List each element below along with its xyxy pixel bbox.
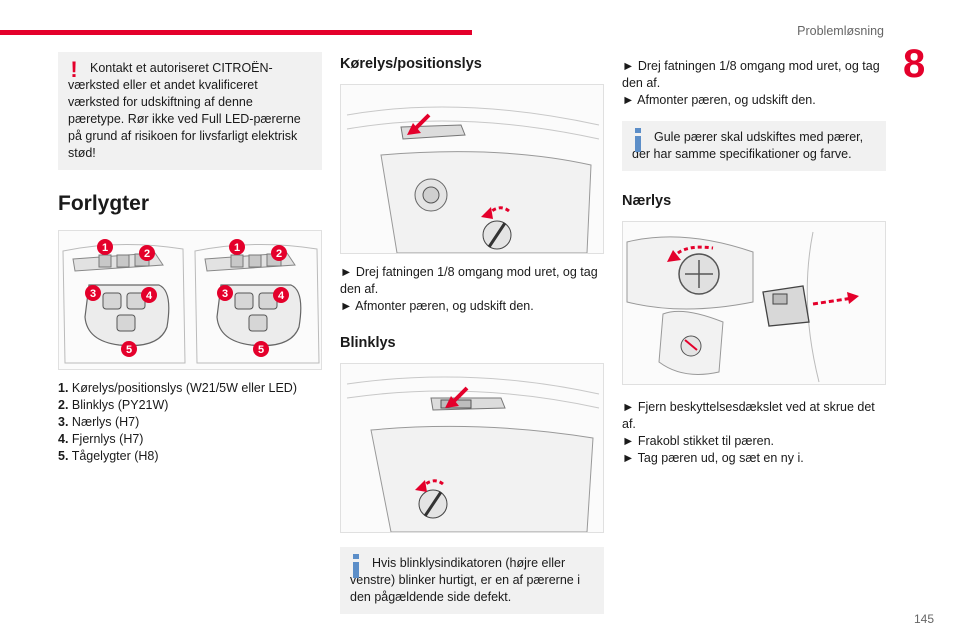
korelys-steps: ► Drej fatningen 1/8 omgang mod uret, og… [340,264,604,315]
dipped-beam-figure [622,221,886,385]
column-left: ! Kontakt et autoriseret CITROËN-værkste… [58,52,322,465]
page-number: 145 [913,612,934,626]
callout-3-right: 3 [217,285,233,301]
callout-5-left: 5 [121,341,137,357]
step-text: ► Afmonter pæren, og udskift den. [622,93,816,107]
column-right: ► Drej fatningen 1/8 omgang mod uret, og… [622,58,886,467]
list-item: 4. Fjernlys (H7) [58,432,144,446]
list-item: 1. Kørelys/positionslys (W21/5W eller LE… [58,381,297,395]
callout-2-left: 2 [139,245,155,261]
svg-text:5: 5 [126,344,132,356]
info-icon [630,128,646,154]
svg-text:4: 4 [278,290,285,302]
bulb-list: 1. Kørelys/positionslys (W21/5W eller LE… [58,380,322,465]
headlight-overview-figure: 1 2 3 4 5 1 2 3 4 5 [58,230,322,370]
heading-blinklys: Blinklys [340,335,396,351]
info-text: Gule pærer skal udskiftes med pærer, der… [632,130,864,161]
header-accent-bar [0,30,472,35]
svg-text:3: 3 [222,288,228,300]
svg-text:4: 4 [146,290,153,302]
callout-1-right: 1 [229,239,245,255]
callout-3-left: 3 [85,285,101,301]
callout-5-right: 5 [253,341,269,357]
info-box-yellow-bulbs: Gule pærer skal udskiftes med pærer, der… [622,121,886,171]
step-text: ► Drej fatningen 1/8 omgang mod uret, og… [340,265,598,296]
svg-text:1: 1 [234,242,240,254]
step-text: ► Drej fatningen 1/8 omgang mod uret, og… [622,59,880,90]
info-text: Hvis blinklysindikatoren (højre eller ve… [350,556,580,604]
heading-naerlys: Nærlys [622,193,672,209]
callout-2-right: 2 [271,245,287,261]
section-title: Problemløsning [797,24,884,38]
step-text: ► Afmonter pæren, og udskift den. [340,299,534,313]
warning-text: Kontakt et autoriseret CITROËN-værksted … [68,61,301,160]
callout-1-left: 1 [97,239,113,255]
step-text: ► Frakobl stikket til pæren. [622,434,775,448]
daytime-light-figure [340,84,604,254]
info-icon [348,554,364,580]
callout-4-right: 4 [273,287,289,303]
indicator-figure [340,363,604,533]
svg-text:1: 1 [102,242,108,254]
callout-4-left: 4 [141,287,157,303]
blinklys-steps: ► Drej fatningen 1/8 omgang mod uret, og… [622,58,886,109]
heading-forlygter: Forlygter [58,192,150,215]
chapter-number: 8 [903,42,926,86]
warning-icon: ! [70,57,78,82]
heading-korelys: Kørelys/positionslys [340,56,482,72]
svg-text:2: 2 [144,248,150,260]
step-text: ► Fjern beskyttelsesdækslet ved at skrue… [622,400,875,431]
svg-text:3: 3 [90,288,96,300]
naerlys-steps: ► Fjern beskyttelsesdækslet ved at skrue… [622,399,886,467]
list-item: 5. Tågelygter (H8) [58,449,159,463]
column-middle: Kørelys/positionslys ► Drej fatningen 1/… [340,52,604,614]
list-item: 3. Nærlys (H7) [58,415,140,429]
warning-box: ! Kontakt et autoriseret CITROËN-værkste… [58,52,322,170]
info-box-blinklys: Hvis blinklysindikatoren (højre eller ve… [340,547,604,614]
list-item: 2. Blinklys (PY21W) [58,398,169,412]
svg-text:2: 2 [276,248,282,260]
svg-text:5: 5 [258,344,264,356]
step-text: ► Tag pæren ud, og sæt en ny i. [622,451,804,465]
